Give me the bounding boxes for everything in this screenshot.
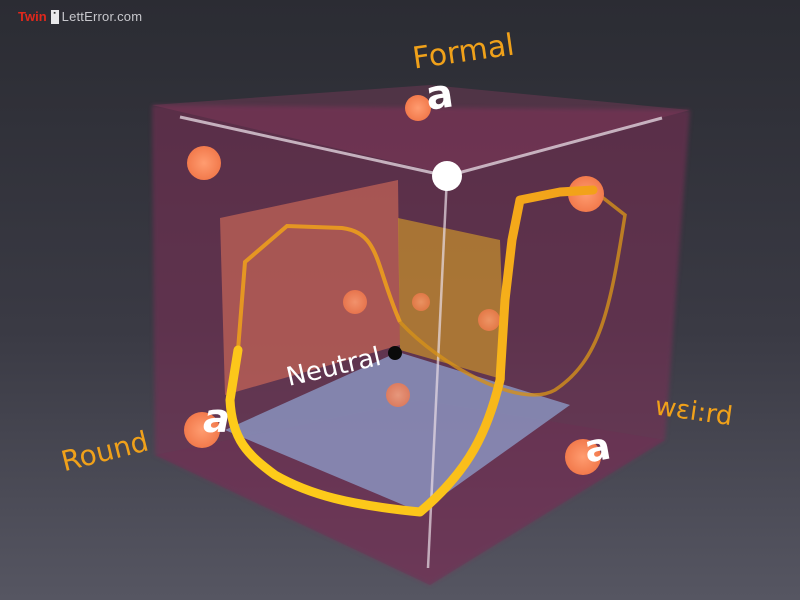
weird-loop: [398, 188, 627, 397]
axis-line-round-back: [179, 115, 448, 178]
dot: [187, 146, 221, 180]
dot: [412, 293, 430, 311]
instance-dots: [184, 95, 604, 475]
glyph-formal: a: [423, 70, 456, 119]
neutral-point: [388, 346, 402, 360]
round-plane: [220, 180, 400, 395]
dot: [565, 439, 601, 475]
brand-name: Twin: [18, 9, 47, 24]
cube-top-face: [152, 85, 690, 175]
dot: [343, 290, 367, 314]
formal-node: [432, 161, 462, 191]
glyph-round: a: [203, 396, 230, 442]
interpolation-path: [225, 185, 598, 517]
dot: [478, 309, 500, 331]
brand-site: LettError.com: [61, 9, 143, 24]
axis-label-round: Round: [58, 425, 152, 478]
dot: [386, 383, 410, 407]
axis-line-weird-back: [446, 116, 663, 178]
axis-label-formal: Formal: [410, 28, 516, 77]
brand-logo[interactable]: Twin ▪ LettError.com: [18, 9, 142, 24]
weird-plane: [398, 218, 505, 380]
dot: [184, 412, 220, 448]
dot: [405, 95, 431, 121]
floor-plane: [225, 352, 570, 512]
inner-planes: [220, 180, 570, 512]
thin-path-loop: [236, 223, 402, 351]
brand-separator-icon: ▪: [50, 9, 59, 24]
